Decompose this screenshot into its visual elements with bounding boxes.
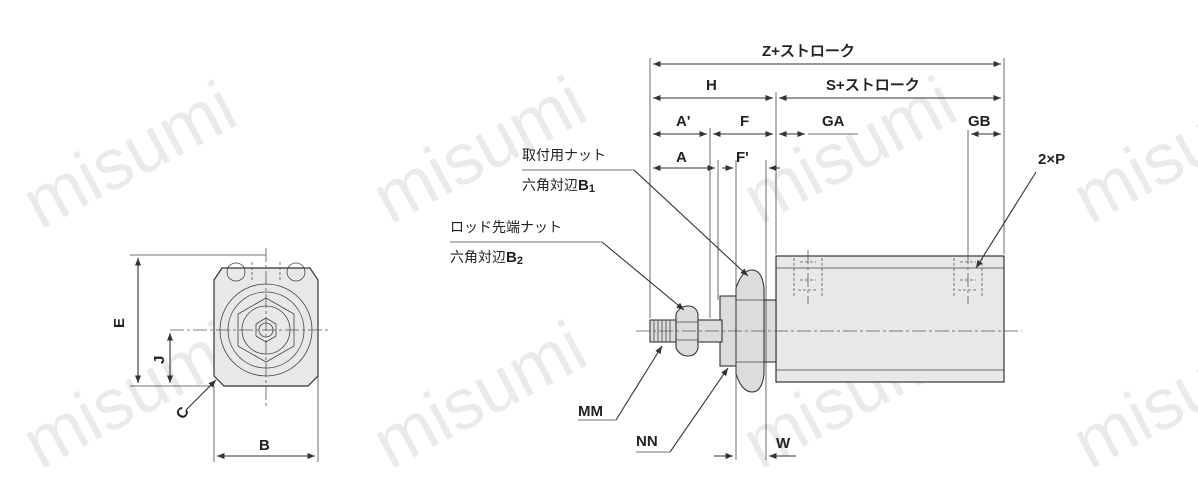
front-mount-hole-left <box>226 262 246 282</box>
watermark-1: misumi <box>10 66 249 244</box>
dim-e: E <box>111 318 128 328</box>
label-hex-b2-prefix: 六角対辺 <box>450 250 506 266</box>
dim-mm: MM <box>578 403 603 420</box>
label-mount-nut: 取付用ナット <box>522 148 606 164</box>
label-b1-sub: 1 <box>589 183 595 195</box>
c-leader <box>185 379 217 411</box>
watermark-8: misumi <box>1060 306 1198 484</box>
dim-a-prime: A' <box>676 113 690 130</box>
mm-leader <box>615 345 663 421</box>
dim-z-stroke: Z+ストローク <box>762 43 855 60</box>
2p-leader <box>975 171 1037 269</box>
mount-nut-leader <box>633 169 749 277</box>
dim-w: W <box>776 435 791 452</box>
label-hex-b1-prefix: 六角対辺 <box>522 178 578 194</box>
front-view: E J C B <box>111 248 330 462</box>
label-hex-b2: 六角対辺B2 <box>450 249 523 267</box>
dim-j: J <box>151 356 168 364</box>
front-mount-hole-right <box>286 262 306 282</box>
dim-f-prime: F' <box>736 149 749 166</box>
label-b1: B <box>578 177 589 194</box>
side-view: Z+ストローク H S+ストローク A' F GA GB A F' 2×P 取付… <box>450 43 1065 460</box>
nn-leader <box>669 367 729 453</box>
dim-nn: NN <box>636 433 658 450</box>
dim-ga: GA <box>822 113 845 130</box>
label-b2: B <box>506 249 517 266</box>
dim-f: F <box>740 113 749 130</box>
watermark-5: misumi <box>10 306 249 484</box>
front-hex-nut <box>237 297 295 363</box>
rod-nut-leader <box>601 241 685 311</box>
watermark-4: misumi <box>1060 61 1198 239</box>
dim-h: H <box>706 77 717 94</box>
dim-b: B <box>259 437 270 454</box>
cylinder-body <box>775 255 1005 383</box>
dim-2p: 2×P <box>1038 151 1065 168</box>
dim-s-stroke: S+ストローク <box>826 77 920 94</box>
label-hex-b1: 六角対辺B1 <box>522 177 595 195</box>
dim-gb: GB <box>968 113 991 130</box>
label-b2-sub: 2 <box>517 255 523 267</box>
label-rod-end-nut: ロッド先端ナット <box>450 220 562 236</box>
front-hidden-lines <box>251 262 281 282</box>
dim-a: A <box>676 149 687 166</box>
watermark-6: misumi <box>360 306 599 484</box>
